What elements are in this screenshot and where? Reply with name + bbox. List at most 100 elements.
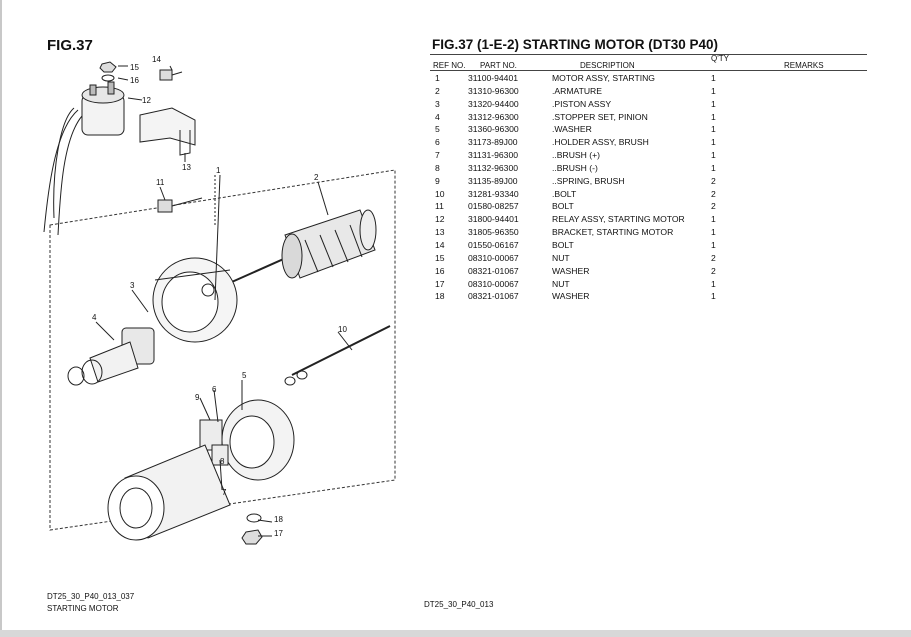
qty-cell: 2 [711,175,716,186]
part-no-cell: 31310-96300 [468,85,519,96]
table-row: 4 31312-96300 .STOPPER SET, PINION 1 [432,111,862,124]
description-cell: ..BRUSH (-) [552,162,598,173]
description-cell: MOTOR ASSY, STARTING [552,73,655,83]
bolt-14 [159,69,183,81]
qty-cell: 1 [711,214,716,225]
brush-holder [199,399,295,481]
qty-cell: 1 [711,98,716,109]
description-cell: .HOLDER ASSY, BRUSH [552,137,649,148]
callout-18: 18 [274,515,283,524]
description-cell: ..SPRING, BRUSH [552,175,625,186]
qty-cell: 1 [711,162,716,173]
description-cell: NUT [552,278,570,289]
ref-cell: 1 [435,73,440,83]
part-no-cell: 31131-96300 [468,150,519,161]
callout-11: 11 [156,178,165,187]
qty-cell: 1 [711,278,716,289]
assembly-boundary [49,169,396,531]
callout-10: 10 [338,325,347,334]
description-cell: .WASHER [552,124,592,135]
part-no-cell: 08310-00067 [468,278,519,289]
qty-cell: 1 [711,85,716,96]
callout-4: 4 [92,313,97,322]
callout-14: 14 [152,55,161,64]
title-divider [430,54,867,55]
description-cell: RELAY ASSY, STARTING MOTOR [552,214,685,225]
part-no-cell: 31320-94400 [468,98,519,109]
part-no-cell: 01580-08257 [468,201,519,212]
description-cell: BOLT [552,239,574,250]
part-no-cell: 31281-93340 [468,188,519,199]
part-no-cell: 31312-96300 [468,111,519,122]
callout-5: 5 [242,371,247,380]
callout-labels: 1 2 3 4 5 6 7 8 9 10 11 12 13 14 15 16 1… [92,55,347,538]
qty-cell: 1 [711,73,716,83]
ref-cell: 12 [435,214,445,225]
ref-cell: 5 [435,124,440,135]
header-description: DESCRIPTION [580,61,635,70]
callout-2: 2 [314,173,319,182]
table-row: 2 31310-96300 .ARMATURE 1 [432,85,862,98]
callout-3: 3 [130,281,135,290]
footer-right-code: DT25_30_P40_013 [424,600,494,609]
ref-cell: 6 [435,137,440,148]
callout-6: 6 [212,385,217,394]
callout-16: 16 [130,76,139,85]
table-row: 8 31132-96300 ..BRUSH (-) 1 [432,162,862,175]
callout-17: 17 [274,529,283,538]
part-no-cell: 08310-00067 [468,252,519,263]
ref-cell: 11 [435,201,444,212]
part-no-cell: 31132-96300 [468,162,519,173]
description-cell: WASHER [552,291,590,302]
description-cell: NUT [552,252,570,263]
ref-cell: 7 [435,150,440,161]
window-left-border [0,0,2,637]
ref-cell: 8 [435,162,440,173]
table-row: 10 31281-93340 .BOLT 2 [432,188,862,201]
ref-cell: 3 [435,98,440,109]
description-cell: .ARMATURE [552,85,602,96]
yoke [107,444,231,541]
qty-cell: 1 [711,150,716,161]
ref-cell: 10 [435,188,445,199]
part-no-cell: 31360-96300 [468,124,519,135]
qty-cell: 2 [711,188,716,199]
window-bottom-scrollbar[interactable] [0,630,911,637]
qty-cell: 1 [711,111,716,122]
ref-cell: 18 [435,291,445,302]
description-cell: .STOPPER SET, PINION [552,111,648,122]
table-row: 5 31360-96300 .WASHER 1 [432,123,862,136]
header-part-no: PART NO. [480,61,517,70]
callout-15: 15 [130,63,139,72]
description-cell: .BOLT [552,188,577,199]
footer-left-code: DT25_30_P40_013_037 [47,592,135,601]
part-no-cell: 31800-94401 [468,214,519,225]
header-remarks: REMARKS [784,61,824,70]
ref-cell: 4 [435,111,440,122]
description-cell: BOLT [552,201,574,212]
through-bolt [284,325,391,386]
ref-cell: 14 [435,239,445,250]
qty-cell: 1 [711,291,716,302]
qty-cell: 1 [711,227,716,238]
description-cell: WASHER [552,265,590,276]
ref-cell: 16 [435,265,445,276]
callout-7: 7 [222,488,227,497]
footer-left-name: STARTING MOTOR [47,604,119,613]
qty-cell: 1 [711,124,716,135]
ref-cell: 2 [435,85,440,96]
armature [224,209,377,286]
callout-13: 13 [182,163,191,172]
